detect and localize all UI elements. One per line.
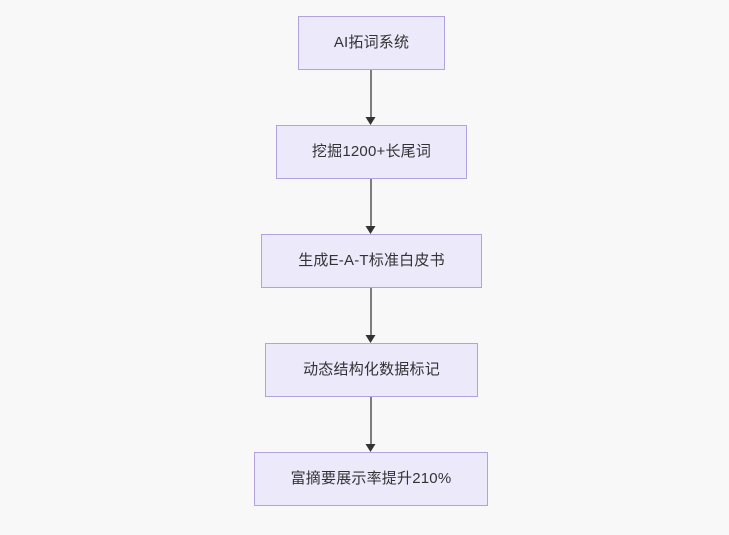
arrowhead-icon [365,226,376,234]
flow-node-label: AI拓词系统 [333,34,410,51]
arrowhead-icon [365,335,376,343]
arrowhead-icon [365,444,376,452]
arrowhead-icon [365,117,376,125]
flow-node-ai-keyword-system[interactable]: AI拓词系统 [298,16,445,70]
connector-line [370,179,372,227]
flow-node-dynamic-structured-data[interactable]: 动态结构化数据标记 [265,343,478,397]
flow-node-label: 生成E-A-T标准白皮书 [298,252,445,269]
flow-node-label: 富摘要展示率提升210% [290,470,452,487]
connector-line [370,288,372,336]
connector-line [370,70,372,118]
flow-node-label: 动态结构化数据标记 [303,361,440,378]
flow-node-mine-longtail-keywords[interactable]: 挖掘1200+长尾词 [276,125,467,179]
flow-node-label: 挖掘1200+长尾词 [311,143,432,160]
flow-node-generate-eat-whitepaper[interactable]: 生成E-A-T标准白皮书 [261,234,482,288]
connector-line [370,397,372,445]
flow-node-rich-snippet-uplift[interactable]: 富摘要展示率提升210% [254,452,488,506]
